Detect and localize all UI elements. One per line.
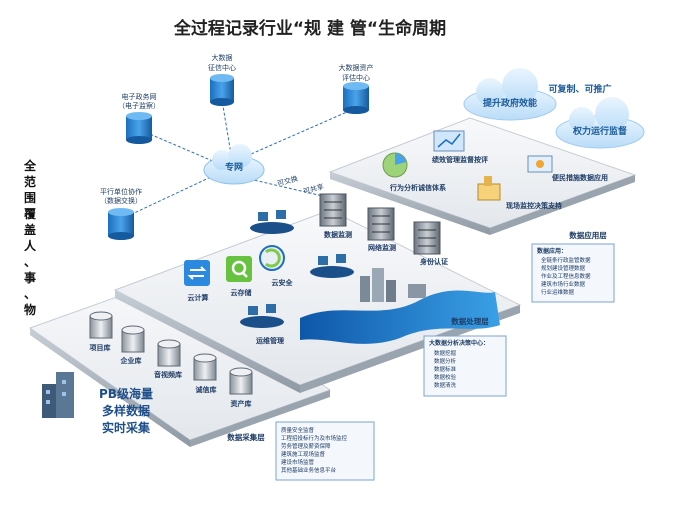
monitor-icon	[477, 176, 501, 201]
node-label: 评估中心	[342, 73, 370, 82]
link-label-exchange: 可交换	[276, 174, 299, 188]
collect-box-item: 建设市场监管	[281, 458, 315, 466]
side-char: 事	[24, 270, 36, 285]
node-label: 大数据资产	[339, 63, 374, 72]
side-char: 、	[24, 287, 36, 301]
cloud-label-left: 提升政府效能	[483, 97, 537, 109]
side-char: 、	[24, 255, 36, 269]
app-box-item: 作业及工程信息数据	[541, 272, 591, 280]
collect-box-item: 其他基础业务信息平台	[281, 466, 337, 474]
cloud-storage-icon	[226, 256, 252, 282]
data-wave-graphic	[300, 268, 500, 344]
network-node-partner: 平行单位协作 （数据交换）	[100, 187, 142, 240]
side-char: 覆	[23, 207, 37, 221]
cloud-compute-icon	[184, 260, 210, 286]
building-icon	[42, 372, 74, 418]
process-layer-name: 数据处理层	[451, 316, 489, 326]
app-box-item: 行业运维数据	[541, 288, 575, 296]
network-node-credit: 大数据 征信中心	[208, 53, 236, 106]
process-box-item: 数据挖掘	[434, 349, 457, 357]
side-label: 全 范 围 覆 盖 人 、 事 、 物	[23, 158, 37, 317]
private-network-cloud: 专网	[203, 144, 265, 185]
process-box-item: 数据分析	[434, 357, 457, 365]
replicable-tag: 可复制、可推广	[548, 83, 611, 95]
cloud-security-icon	[259, 245, 285, 271]
collect-item-credit: 诚信库	[196, 385, 217, 394]
app-item-monitor: 现场监控决策支持	[506, 201, 562, 210]
collect-box-item: 建筑施工现场监督	[281, 450, 326, 458]
disk-stack-icon	[89, 311, 113, 339]
workstation-icon	[250, 210, 294, 234]
app-box-title: 数据应用：	[537, 247, 567, 255]
disk-stack-icon	[193, 353, 217, 381]
disk-stack-icon	[229, 367, 253, 395]
collect-box-item: 工程招投标行为及市场监控	[281, 434, 348, 442]
app-item-service: 便民措施数据应用	[552, 173, 608, 182]
process-item-data-monitor: 数据监测	[324, 230, 352, 239]
network-center-label: 专网	[225, 161, 243, 173]
process-box-title: 大数据分析决策中心：	[429, 339, 489, 347]
server-network-icon	[367, 207, 395, 241]
server-auth-icon	[413, 221, 441, 255]
node-label: 征信中心	[208, 63, 236, 72]
process-item-ops: 运维管理	[256, 336, 284, 345]
cloud-supervision: 权力运行监督	[555, 97, 645, 149]
app-item-performance: 绩效管理监督按评	[432, 155, 488, 164]
workstation-icon	[310, 254, 354, 278]
collect-item-asset: 资产库	[231, 399, 252, 408]
process-box-item: 数据清洗	[434, 381, 457, 389]
process-box-item: 数据校验	[434, 373, 457, 381]
node-label: 大数据	[212, 53, 233, 62]
app-platform	[328, 117, 637, 235]
side-char: 全	[23, 158, 37, 173]
page-title: 全过程记录行业“规 建 管“生命周期	[173, 18, 446, 39]
service-icon	[527, 155, 553, 173]
collect-item-media: 音视频库	[154, 370, 182, 379]
process-item-network-monitor: 网络监测	[368, 243, 396, 252]
node-label: 电子政务网	[122, 92, 157, 101]
disk-stack-icon	[121, 325, 145, 353]
app-box-item: 规划建设管理数据	[541, 264, 586, 272]
side-char: 盖	[24, 222, 36, 237]
network-node-egov: 电子政务网 （电子监察）	[118, 92, 160, 144]
process-item-cloud-storage: 云存储	[231, 288, 252, 297]
disk-stack-icon	[157, 339, 181, 367]
side-char: 范	[24, 174, 36, 189]
process-item-cloud-security: 云安全	[272, 278, 294, 287]
behavior-icon	[382, 152, 408, 178]
workstation-icon	[240, 304, 284, 328]
collect-info-box: 质量安全监督 工程招投标行为及市场监控 劳务管理及薪资保障 建筑施工现场监督 建…	[275, 421, 375, 481]
server-monitor-icon	[319, 193, 347, 227]
app-layer-name: 数据应用层	[569, 230, 607, 240]
network-node-asset: 大数据资产 评估中心	[339, 63, 374, 114]
collect-layer-name: 数据采集层	[227, 432, 265, 442]
collect-box-item: 质量安全监督	[281, 426, 315, 434]
node-label: （电子监察）	[118, 101, 160, 110]
app-box-item: 建筑市场行业数据	[541, 280, 586, 288]
side-char: 围	[24, 190, 36, 205]
node-label: （数据交换）	[100, 196, 142, 205]
process-item-cloud-compute: 云计算	[188, 293, 209, 302]
cloud-label-right: 权力运行监督	[572, 125, 627, 137]
app-box-item: 全链条行政监管数据	[541, 256, 591, 264]
performance-icon	[433, 130, 465, 152]
collect-item-enterprise: 企业库	[120, 356, 142, 365]
node-label: 平行单位协作	[100, 187, 142, 196]
process-item-auth: 身份认证	[419, 257, 448, 266]
pb-text-line: 多样数据	[102, 403, 150, 418]
collect-box-item: 劳务管理及薪资保障	[281, 442, 331, 450]
side-char: 人	[24, 238, 37, 253]
pb-text-line: 实时采集	[102, 420, 151, 435]
app-item-behavior: 行为分析诚信体系	[389, 183, 446, 192]
app-info-box: 数据应用： 全链条行政监管数据 规划建设管理数据 作业及工程信息数据 建筑市场行…	[531, 243, 615, 303]
process-info-box: 大数据分析决策中心： 数据挖掘 数据分析 数据标准 数据校验 数据清洗	[423, 335, 507, 397]
cloud-efficiency: 提升政府效能	[463, 68, 557, 121]
process-box-item: 数据标准	[434, 365, 457, 373]
collect-item-project: 项目库	[90, 343, 111, 352]
pb-text-line: PB级海量	[99, 386, 153, 401]
side-char: 物	[24, 302, 36, 317]
